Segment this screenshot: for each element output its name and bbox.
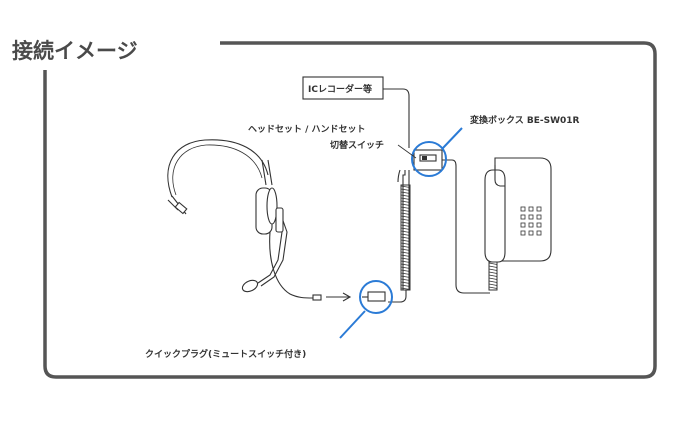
converter-box: [402, 149, 443, 290]
keypad: [520, 206, 542, 236]
page-title: 接続イメージ: [12, 39, 138, 63]
switch-label-line1: ヘッドセット / ハンドセット: [248, 124, 366, 135]
headset-illustration: [167, 139, 352, 302]
ic-recorder-box: [302, 76, 384, 100]
switch-label-line2: 切替スイッチ: [330, 139, 384, 151]
quick-plug-label: クイックプラグ(ミュートスイッチ付き): [145, 348, 306, 360]
converter-box-label: 変換ボックス BE-SW01R: [470, 114, 580, 126]
telephone-illustration: [484, 157, 552, 291]
quick-plug: [367, 291, 386, 302]
diagram-frame: [43, 41, 657, 379]
converter-highlight-circle: [411, 141, 447, 177]
quick-plug-highlight-circle: [359, 280, 393, 314]
ic-recorder-label: ICレコーダー等: [308, 83, 372, 95]
